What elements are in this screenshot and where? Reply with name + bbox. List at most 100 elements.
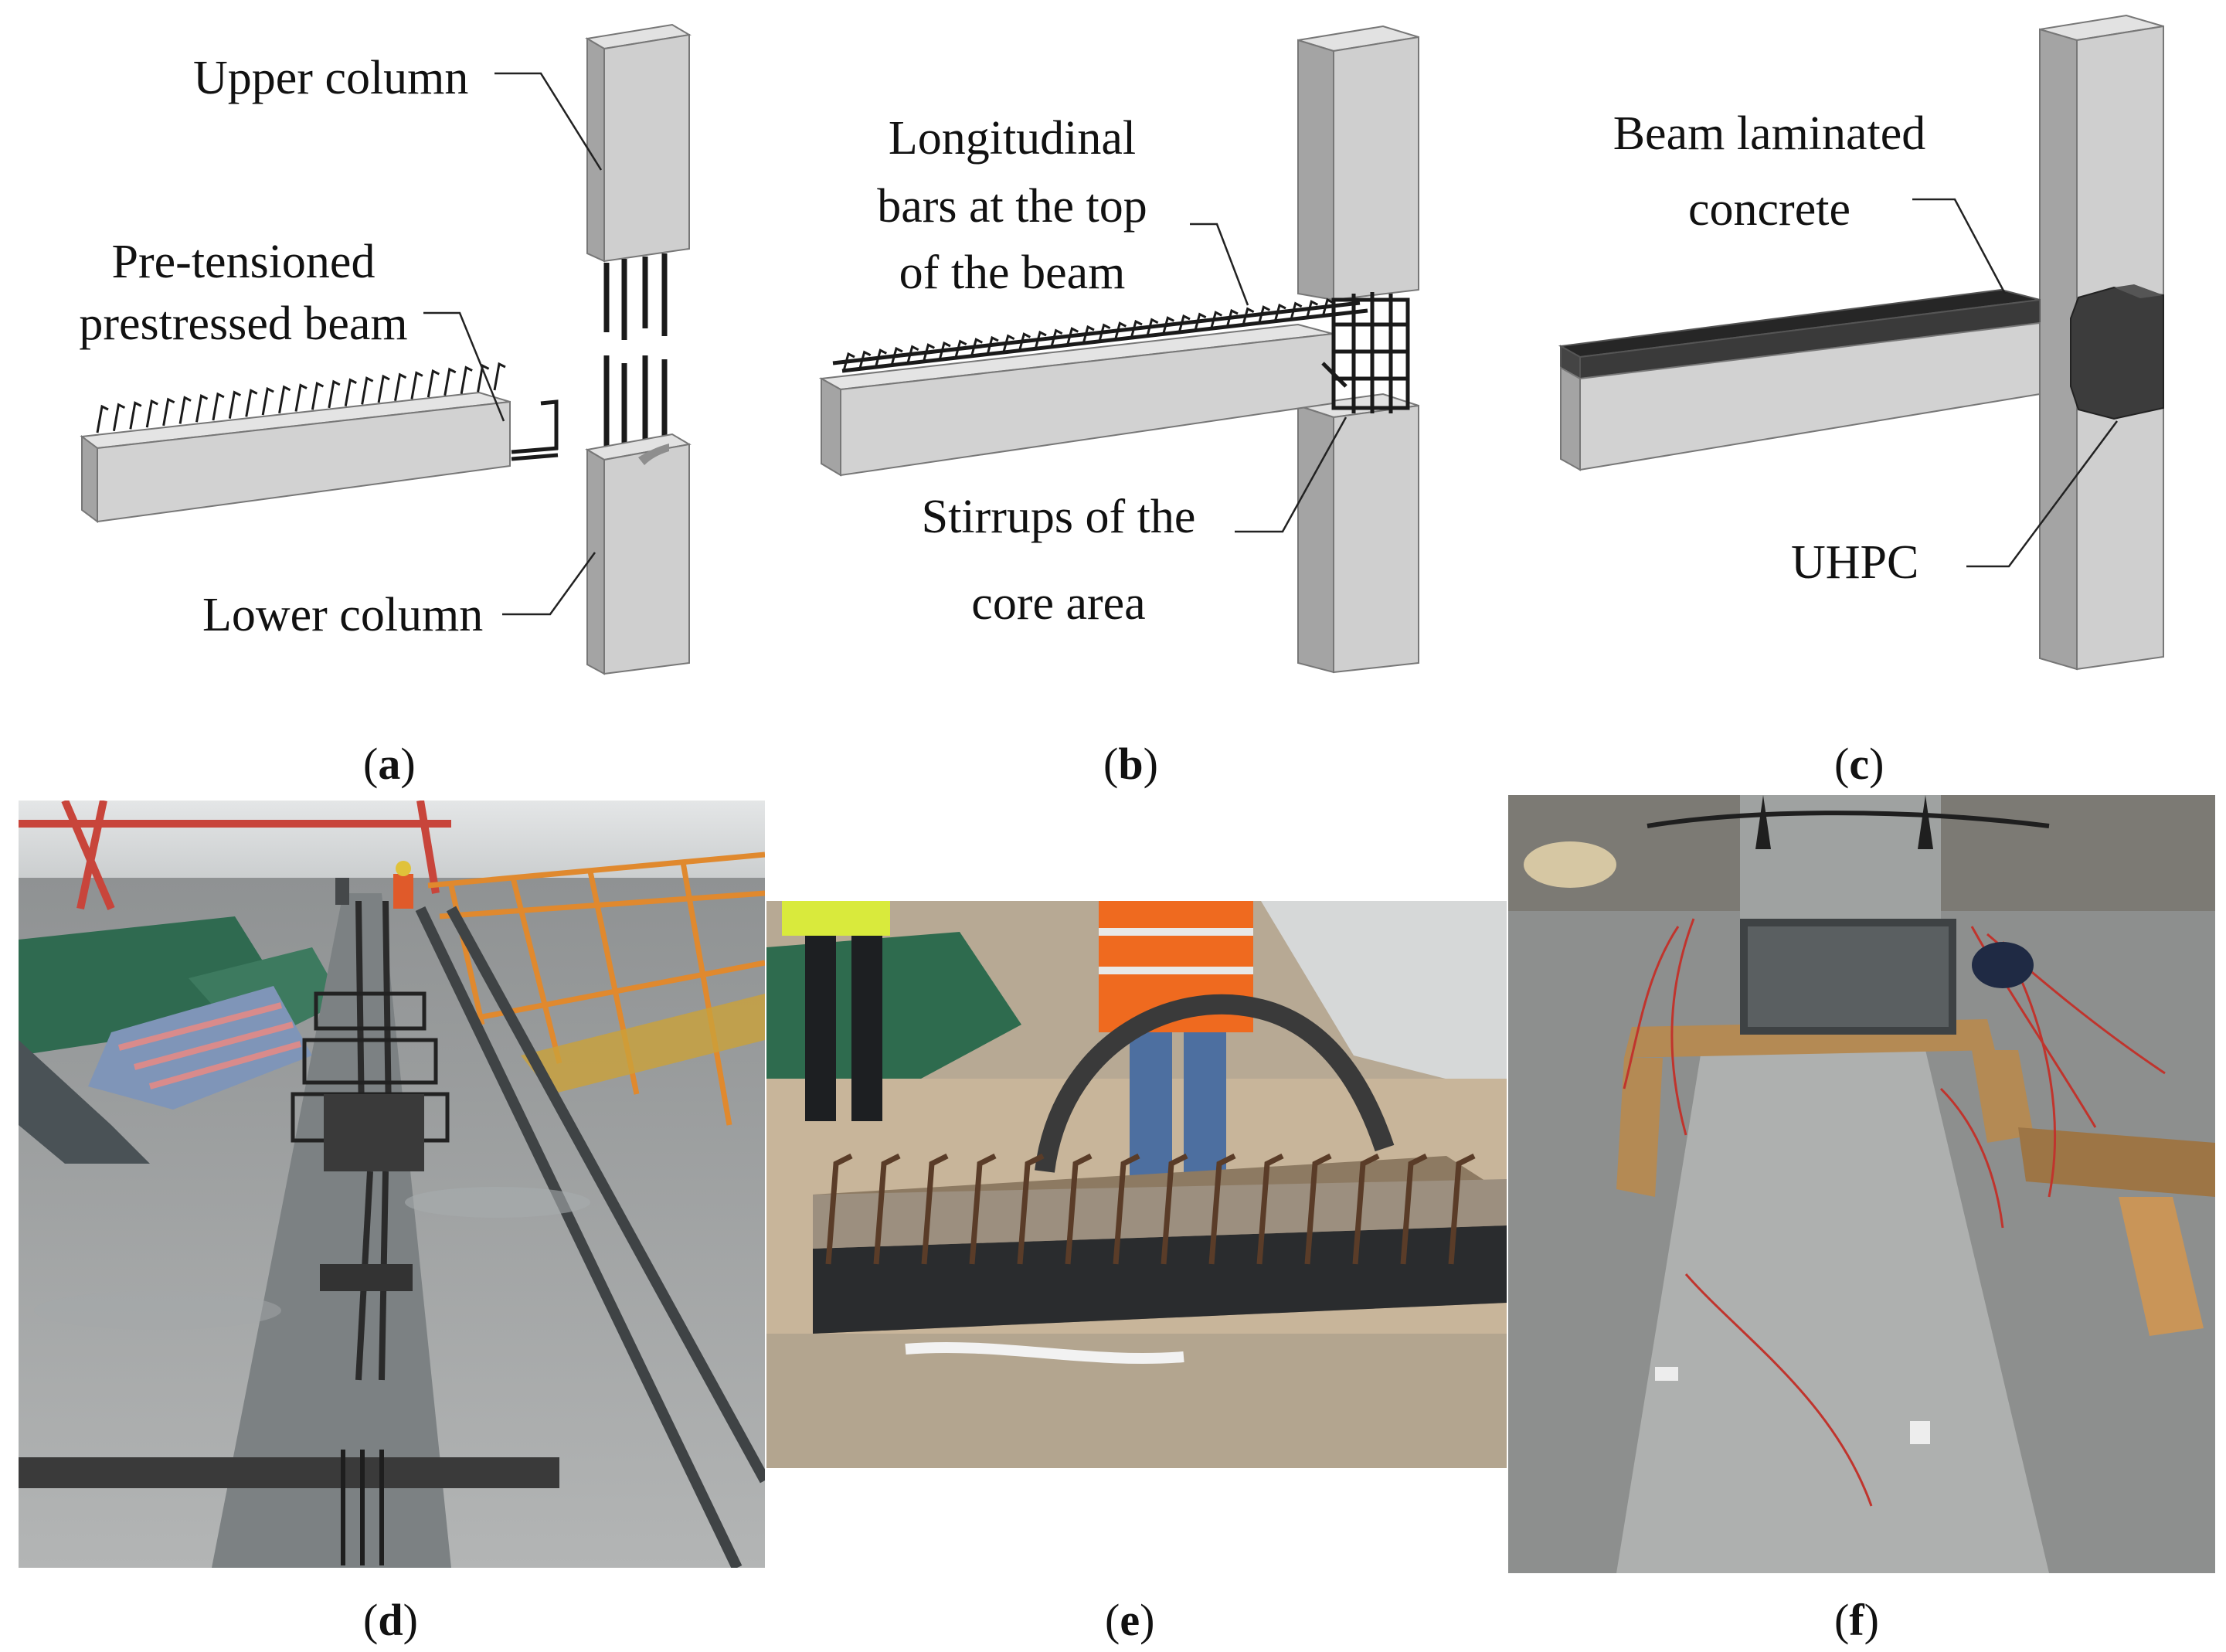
- panel-a-diagram: [80, 23, 692, 675]
- stirrup-hook: [427, 369, 440, 398]
- pretensioned-beam-a: [80, 391, 559, 523]
- leader-lines-b: [1190, 223, 1347, 533]
- caption-f-letter: f: [1849, 1595, 1864, 1645]
- stirrup-hook: [112, 403, 126, 431]
- stirrup-hook: [1161, 316, 1175, 335]
- stirrup-hook: [1305, 300, 1319, 319]
- stirrup-hook: [842, 352, 855, 372]
- stirrup-hook: [311, 381, 325, 410]
- photo-stirrup: [1208, 1153, 1236, 1265]
- leader-lines-a: [423, 72, 603, 616]
- beam-b-stirrups: [842, 297, 1334, 372]
- beam-b: [818, 323, 1334, 477]
- stirrup-hook: [1146, 318, 1159, 338]
- stirrup-hook: [986, 335, 999, 355]
- stirrup-hook: [162, 397, 175, 427]
- panel-b-diagram: [818, 25, 1419, 674]
- stirrup-hook: [444, 367, 457, 396]
- lower-column-a: [585, 433, 692, 675]
- caption-f: (f): [1834, 1595, 1879, 1645]
- stirrup-hook: [328, 379, 341, 409]
- caption-d-letter: d: [378, 1595, 403, 1645]
- stirrup-hook: [228, 390, 242, 419]
- stirrup-hook: [245, 389, 258, 417]
- stirrup-hook: [1273, 303, 1286, 323]
- label-pretensioned-line1: Pre-tensioned: [111, 236, 376, 288]
- photo-stirrup: [921, 1153, 949, 1265]
- label-lower-column: Lower column: [202, 589, 484, 641]
- stirrup-hook: [1082, 325, 1095, 345]
- stirrup-hook: [922, 343, 936, 362]
- photo-stirrup: [1304, 1153, 1332, 1265]
- caption-a-letter: a: [378, 739, 401, 789]
- photo-stirrup: [1017, 1153, 1045, 1265]
- caption-e: (e): [1105, 1595, 1155, 1645]
- photo-e-uhpc-pouring: [766, 901, 1507, 1468]
- beam-a-stirrups: [96, 362, 506, 433]
- stirrup-hook: [1225, 308, 1239, 328]
- label-stirrups-line2: core area: [971, 577, 1146, 630]
- lower-column-b: [1297, 393, 1419, 674]
- stirrup-hook: [1178, 314, 1191, 334]
- stirrup-hook: [1290, 301, 1303, 321]
- stirrup-hook: [195, 394, 209, 423]
- label-stirrups-line1: Stirrups of the: [921, 491, 1196, 543]
- label-laminated-line1: Beam laminated: [1613, 107, 1926, 160]
- photo-stirrup: [1448, 1153, 1476, 1265]
- photo-stirrup: [1161, 1153, 1188, 1265]
- stirrup-hook: [1321, 297, 1334, 318]
- photo-stirrup: [1400, 1153, 1428, 1265]
- leader-lines-c: [1912, 198, 2119, 568]
- stirrup-hook: [129, 401, 142, 430]
- stirrup-hook: [394, 372, 407, 402]
- stirrup-hook: [1098, 323, 1111, 343]
- stirrup-hook: [1242, 307, 1255, 327]
- upper-column-b: [1297, 25, 1419, 301]
- stirrup-hook: [1130, 319, 1143, 339]
- caption-b-letter: b: [1118, 739, 1144, 789]
- uhpc-joint-c: [2070, 284, 2164, 420]
- label-longitudinal-line2: bars at the top: [877, 180, 1147, 233]
- stirrup-hook: [178, 396, 192, 424]
- stirrup-hook: [906, 345, 919, 365]
- caption-d: (d): [363, 1595, 418, 1645]
- panel-c-diagram: [1558, 14, 2164, 671]
- stirrup-hook: [261, 386, 274, 416]
- column-rebars-a: [603, 253, 668, 456]
- label-longitudinal-line3: of the beam: [899, 246, 1126, 299]
- stirrup-hook: [145, 399, 158, 428]
- beam-c: [1558, 288, 2041, 471]
- stirrup-hook: [1018, 332, 1031, 352]
- label-uhpc: UHPC: [1791, 536, 1919, 589]
- stirrup-hook: [410, 371, 423, 399]
- photo-stirrup: [1256, 1153, 1284, 1265]
- stirrup-hook: [1209, 311, 1223, 330]
- photo-stirrup: [1065, 1153, 1093, 1265]
- stirrup-hook: [212, 392, 225, 421]
- label-longitudinal-line1: Longitudinal: [888, 112, 1137, 165]
- stirrup-hook: [1065, 327, 1079, 346]
- photo-stirrup: [969, 1153, 997, 1265]
- stirrup-hook: [493, 362, 506, 391]
- caption-c-letter: c: [1849, 739, 1870, 789]
- photo-stirrup: [1113, 1153, 1140, 1265]
- schematic-diagrams: [80, 14, 2164, 675]
- photo-stirrup: [873, 1153, 901, 1265]
- longitudinal-top-bars-b: [832, 301, 1368, 373]
- stirrup-hook: [890, 346, 903, 366]
- caption-e-letter: e: [1120, 1595, 1140, 1645]
- stirrup-hook: [96, 404, 109, 433]
- stirrup-hook: [1034, 330, 1047, 350]
- photo-d-precast-yard: [19, 801, 765, 1568]
- stirrup-hook: [1002, 334, 1015, 354]
- stirrup-hook: [377, 374, 390, 403]
- label-pretensioned-line2: prestressed beam: [79, 297, 408, 350]
- caption-a: (a): [363, 739, 416, 789]
- label-upper-column: Upper column: [193, 52, 469, 104]
- stirrup-hook: [954, 339, 967, 359]
- stirrup-hook: [1194, 312, 1207, 332]
- stirrup-hook: [361, 376, 374, 405]
- stirrup-hook: [874, 348, 888, 368]
- photo-f-joint-specimen: [1508, 795, 2215, 1573]
